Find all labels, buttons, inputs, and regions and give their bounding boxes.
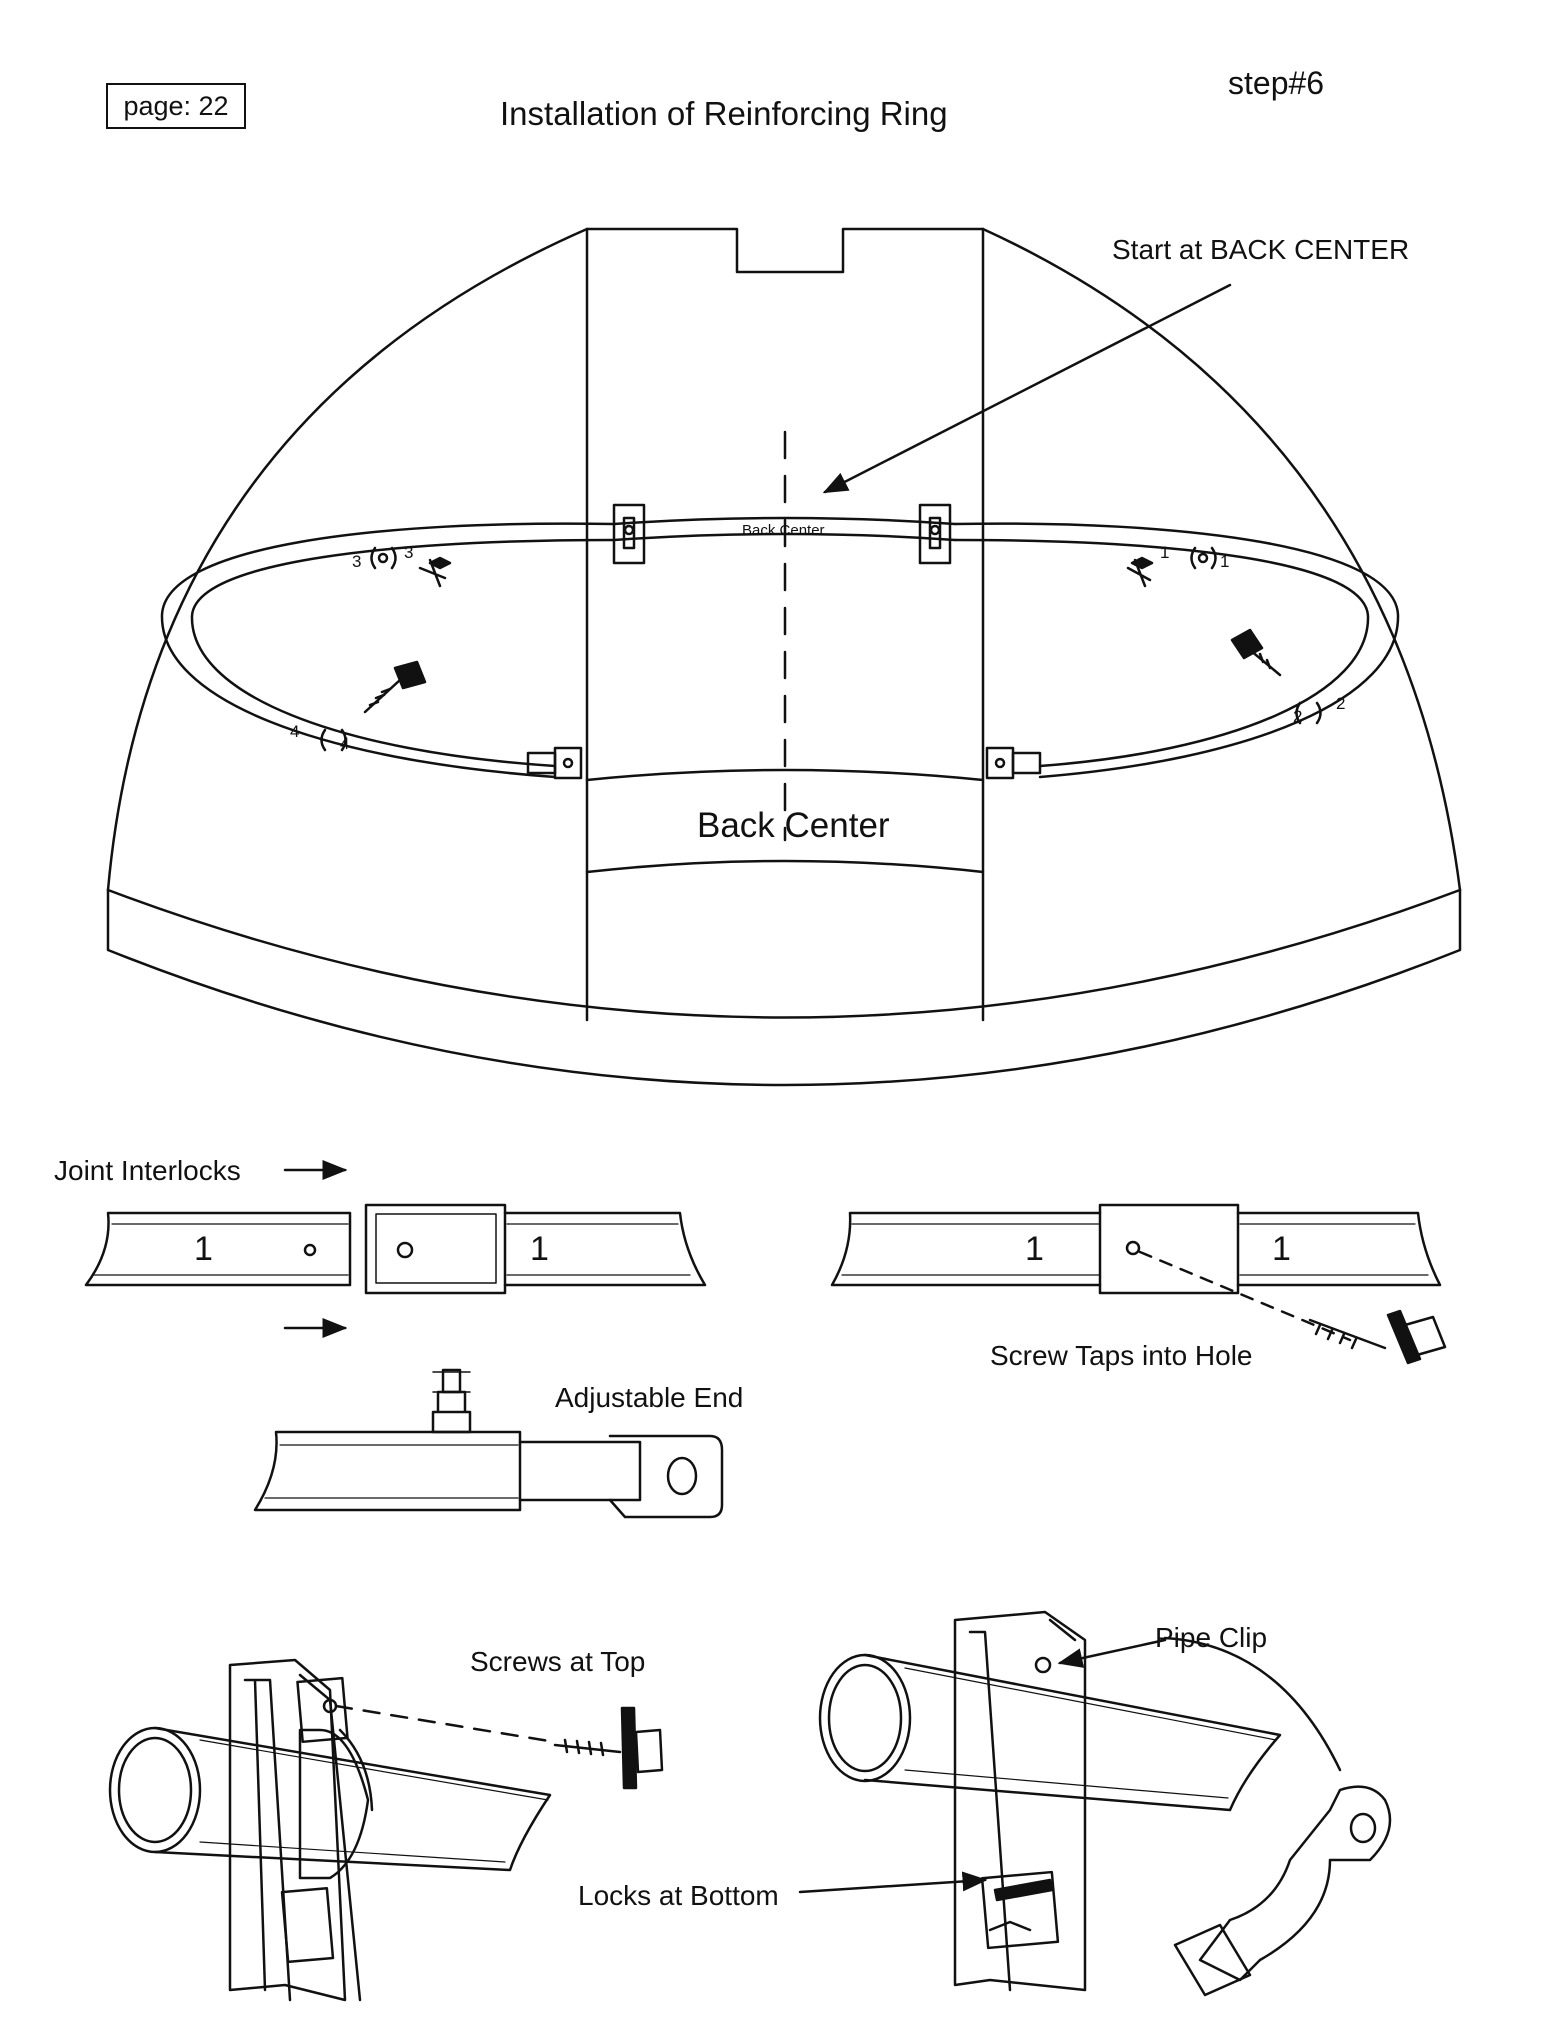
- back-center-label: Back Center: [697, 806, 890, 845]
- clip-saddle: [298, 1728, 370, 1880]
- pipe-clip-label: Pipe Clip: [1155, 1622, 1268, 1653]
- ring-inner-right: [953, 538, 1370, 768]
- screw-icon: [1308, 1309, 1447, 1365]
- screw-icon: [418, 556, 452, 588]
- mark-1-label: 1: [1160, 543, 1170, 562]
- mark-4-label: 4: [340, 734, 350, 753]
- shutter-band-2: [585, 859, 985, 874]
- mark-1-label: 1: [1220, 552, 1230, 571]
- mark-3-label: 3: [404, 543, 414, 562]
- pipe-end: [818, 1653, 912, 1783]
- ring-inner: [190, 538, 616, 768]
- start-arrow: [822, 283, 1232, 494]
- segment-number-label: 1: [194, 1230, 213, 1268]
- left-tube-a: [84, 1211, 352, 1287]
- screw-icon: [1230, 628, 1282, 677]
- clip-detail-right: [798, 1610, 1392, 1997]
- bracket-top-left: [612, 503, 646, 565]
- screw-icon: [1126, 556, 1154, 588]
- page-number: page: 22: [123, 90, 229, 121]
- segment-number-label: 1: [1025, 1230, 1044, 1268]
- locks-at-bottom-label: Locks at Bottom: [578, 1880, 779, 1911]
- joint-3-marks: [370, 546, 397, 570]
- adjustable-tube: [253, 1430, 522, 1512]
- mark-2-label: 2: [1336, 694, 1346, 713]
- back-center-ring-label: Back Center: [742, 522, 825, 539]
- screw-taps-label: Screw Taps into Hole: [990, 1340, 1253, 1371]
- joint-1-marks: [1190, 546, 1217, 570]
- page-number-box: page: 22: [106, 83, 246, 129]
- segment-number-label: 1: [1272, 1230, 1291, 1268]
- clip-screw-line: [334, 1704, 557, 1744]
- dome-outline: [106, 227, 1462, 892]
- dome-base-bottom: [106, 888, 1462, 1087]
- screw-icon: [553, 1706, 664, 1790]
- assembled-sleeve: [1098, 1203, 1240, 1295]
- step-label: step#6: [1228, 65, 1325, 101]
- pipe-end: [108, 1726, 202, 1854]
- joint-interlocks-label: Joint Interlocks: [54, 1155, 241, 1186]
- pipe-clip-part: [1173, 1785, 1392, 1997]
- start-back-center-label: Start at BACK CENTER: [1112, 234, 1410, 265]
- adjustable-insert: [518, 1440, 642, 1502]
- bracket-top-right: [918, 503, 952, 565]
- mark-3-label: 3: [352, 552, 362, 571]
- mark-2-label: 2: [1293, 707, 1303, 726]
- ring-outer: [160, 522, 616, 779]
- assembled-tube: [830, 1211, 1102, 1287]
- screw-icon: [363, 660, 427, 714]
- screws-at-top-label: Screws at Top: [470, 1646, 646, 1677]
- dome-base-top: [106, 888, 1462, 1019]
- clip-arc-arrow: [1163, 1636, 1342, 1772]
- bracket-bottom-right: [985, 746, 1042, 780]
- segment-number-label: 1: [530, 1230, 549, 1268]
- dome-drawing: [106, 227, 1462, 1087]
- adjustable-nut: [431, 1390, 472, 1434]
- ring-outer-right: [953, 522, 1400, 779]
- right-tube-a: [503, 1211, 707, 1287]
- adjustable-end-drawing: [253, 1368, 724, 1519]
- joint-2-marks: [1295, 701, 1322, 725]
- shutter-top-notch: [585, 227, 985, 274]
- adjustable-tab: [608, 1434, 724, 1519]
- locks-arrow: [798, 1871, 988, 1894]
- lock-slot: [993, 1878, 1054, 1902]
- ring-top-back: [612, 516, 957, 542]
- bracket-bottom-left: [526, 746, 583, 780]
- clip-detail-left: [108, 1658, 664, 2002]
- page-title: Installation of Reinforcing Ring: [500, 95, 948, 132]
- shutter-band-1: [585, 768, 985, 782]
- joint-4-marks: [320, 728, 347, 752]
- mark-4-label: 4: [290, 722, 300, 741]
- pipe-clip-drawing: [108, 1610, 1392, 2002]
- adjustable-end-label: Adjustable End: [555, 1382, 744, 1413]
- joint-interlocks-drawing: [84, 1160, 1447, 1519]
- screw-dashed-line: [1138, 1250, 1352, 1342]
- sleeve-tube-a: [364, 1203, 507, 1295]
